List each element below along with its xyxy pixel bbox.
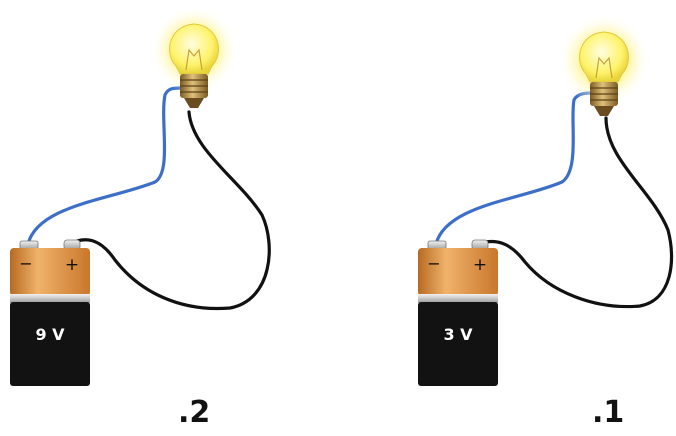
battery-minus: − [19, 254, 32, 273]
blue-wire [26, 86, 182, 246]
battery-voltage-label: 9 V [35, 325, 65, 344]
blue-wire [434, 91, 592, 246]
black-wire [476, 116, 674, 309]
battery-icon: − + 9 V [10, 239, 90, 386]
circuit-right: − + 3 V [418, 14, 674, 386]
light-bulb-icon [150, 6, 238, 108]
caption-right: .1 [592, 395, 625, 430]
battery-icon: − + 3 V [418, 239, 498, 386]
battery-plus: + [65, 255, 79, 275]
battery-voltage-label: 3 V [443, 325, 473, 344]
black-wire [68, 110, 271, 311]
circuit-left: − + 9 V [10, 6, 271, 386]
battery-plus: + [473, 255, 487, 275]
light-bulb-icon [558, 14, 650, 116]
caption-left: .2 [178, 395, 211, 430]
battery-minus: − [427, 254, 440, 273]
